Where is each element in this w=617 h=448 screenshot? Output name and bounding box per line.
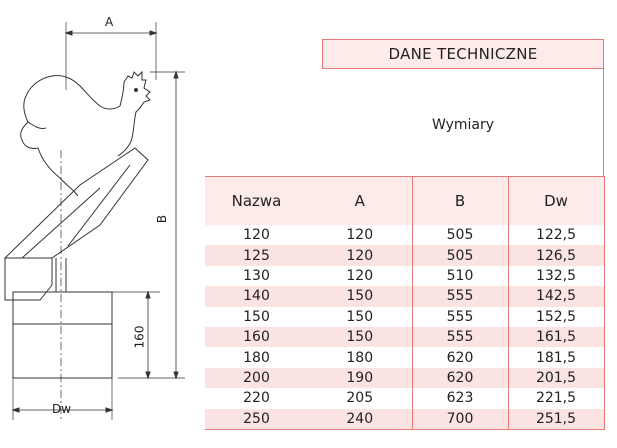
technical-data-title: DANE TECHNICZNE [388,45,538,63]
cell-a: 150 [308,286,412,307]
dimensions-table: Nazwa A B Dw 120 120 505 122,5 125 120 5… [205,176,605,430]
cell-b: 505 [411,225,508,246]
table-row: 180 180 620 181,5 [205,347,605,368]
technical-data-header: DANE TECHNICZNE [322,39,604,69]
dimension-160-label: 160 [132,325,147,349]
cell-dw: 161,5 [507,326,605,348]
cell-b: 700 [411,408,508,430]
dimension-b-label: B [155,214,170,224]
column-header-dw: Dw [507,176,605,225]
cell-b: 620 [411,347,508,368]
cell-nazwa: 150 [205,306,308,327]
column-header-b: B [411,176,508,225]
cell-dw: 142,5 [507,286,605,307]
column-header-a: A [308,176,412,225]
cell-nazwa: 120 [205,225,308,246]
cell-a: 190 [308,367,412,389]
cell-nazwa: 220 [205,388,308,409]
cell-b: 555 [411,326,508,348]
cell-nazwa: 250 [205,408,308,430]
table-row: 160 150 555 161,5 [205,326,605,348]
cell-dw: 126,5 [507,245,605,266]
cell-a: 150 [308,326,412,348]
dimension-dw [11,378,114,420]
collar [4,258,67,301]
cell-a: 180 [308,347,412,368]
cell-nazwa: 140 [205,286,308,307]
cowl-technical-drawing [3,22,185,420]
cell-nazwa: 130 [205,265,308,287]
cell-b: 620 [411,367,508,389]
cell-dw: 201,5 [507,367,605,389]
cell-nazwa: 200 [205,367,308,389]
cell-dw: 221,5 [507,388,605,409]
table-row: 140 150 555 142,5 [205,286,605,307]
dimension-a [64,22,158,90]
panel-border-right [603,69,604,176]
table-row: 125 120 505 126,5 [205,245,605,266]
dimensions-subtitle: Wymiary [431,117,495,133]
column-header-nazwa: Nazwa [205,176,308,225]
table-row: 250 240 700 251,5 [205,408,605,430]
cell-a: 120 [308,245,412,266]
dimension-160 [112,290,160,380]
base-cylinder [12,291,113,379]
table-row: 220 205 623 221,5 [205,388,605,409]
dimension-a-label: A [105,15,114,29]
cell-dw: 251,5 [507,408,605,430]
cell-nazwa: 125 [205,245,308,266]
table-header-row: Nazwa A B Dw [205,176,605,225]
cell-b: 555 [411,306,508,327]
cell-a: 205 [308,388,412,409]
cell-nazwa: 180 [205,347,308,368]
cell-dw: 152,5 [507,306,605,327]
table-row: 150 150 555 152,5 [205,306,605,327]
cell-dw: 181,5 [507,347,605,368]
cell-a: 240 [308,408,412,430]
rooster-weathervane [20,70,151,197]
cell-dw: 132,5 [507,265,605,287]
table-row: 200 190 620 201,5 [205,367,605,389]
table-row: 130 120 510 132,5 [205,265,605,287]
dimension-b [118,70,185,380]
cell-a: 120 [308,225,412,246]
table-row: 120 120 505 122,5 [205,225,605,246]
dimension-dw-label: Dw [52,402,72,416]
cell-a: 150 [308,306,412,327]
cell-b: 510 [411,265,508,287]
cell-b: 505 [411,245,508,266]
cell-dw: 122,5 [507,225,605,246]
cell-nazwa: 160 [205,326,308,348]
cell-a: 120 [308,265,412,287]
cell-b: 555 [411,286,508,307]
cell-b: 623 [411,388,508,409]
hood [3,147,149,259]
